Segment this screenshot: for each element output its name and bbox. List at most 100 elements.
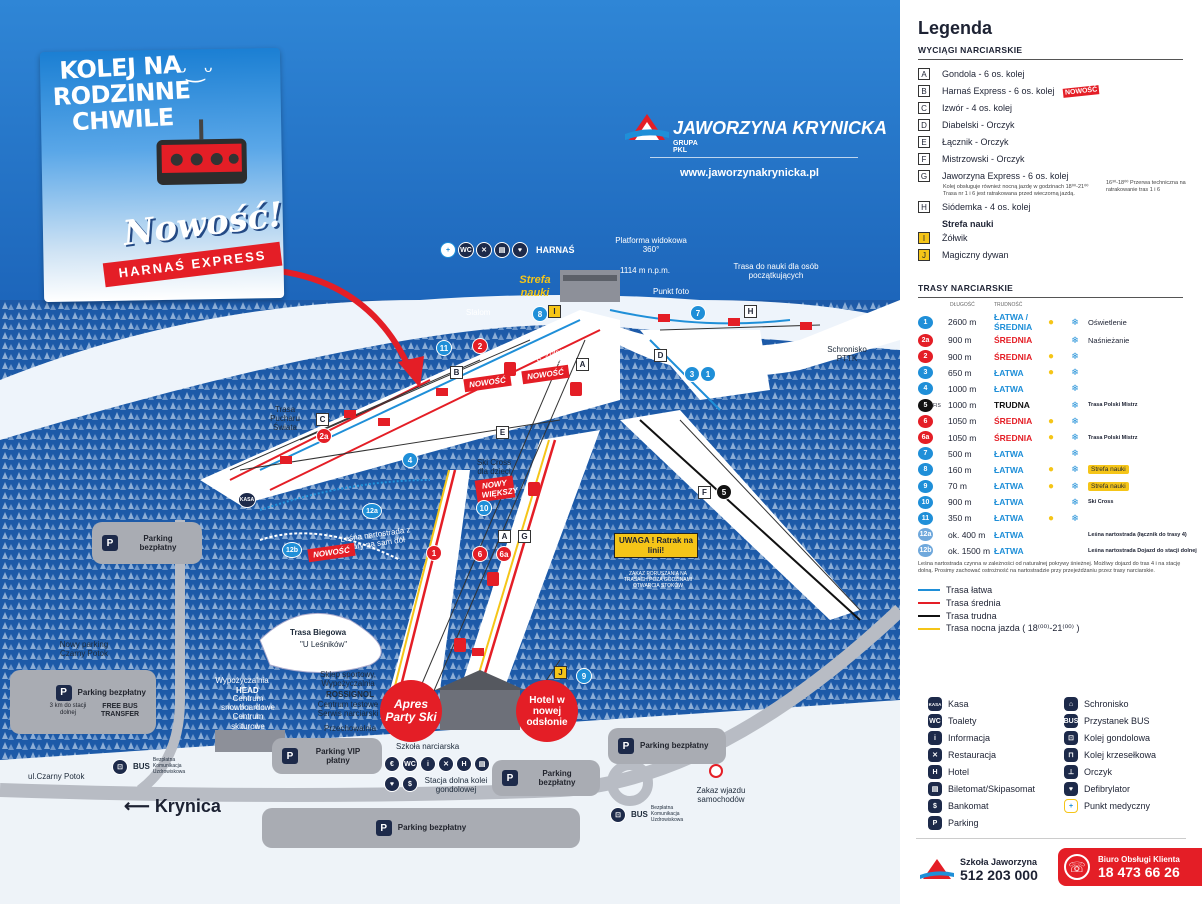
lift-j-marker[interactable]: J: [554, 666, 567, 679]
trail-12a-marker[interactable]: 12a: [362, 503, 382, 519]
bok-name: Biuro Obsługi Klienta: [1098, 854, 1180, 864]
trail-difficulty: ŁATWA: [994, 481, 1024, 492]
trail-6a-marker[interactable]: 6a: [496, 546, 512, 562]
apres-ski-badge: Apres Party Ski: [380, 680, 442, 742]
trail-1-marker[interactable]: 1: [426, 545, 442, 561]
restaurant-icon: ✕: [476, 242, 492, 258]
legend-symbol-icon: KASA: [928, 697, 942, 711]
light-icon: ●: [1047, 512, 1055, 524]
lift-e-marker[interactable]: E: [496, 426, 509, 439]
legend-symbol-icon: i: [928, 731, 942, 745]
legend-symbol-icon: ⌂: [1064, 697, 1078, 711]
strefa-key: J: [918, 249, 930, 262]
lift-h-marker[interactable]: H: [744, 305, 757, 318]
u-lesnikow-label: "U Leśników": [300, 640, 348, 649]
lift-h-row: H Siódemka - 4 os. kolej: [918, 199, 1202, 215]
trail-3-marker[interactable]: 3: [684, 366, 700, 382]
chairlift-photo-icon: [156, 119, 248, 185]
icon-legend-label: Schronisko: [1084, 699, 1129, 709]
school-phone[interactable]: 512 203 000: [960, 867, 1038, 883]
base-icons-2: ♥ $: [384, 776, 420, 792]
bus-desc: Bezpłatna Komunikacja Uzdrowiskowa: [650, 805, 684, 823]
bus-desc: Bezpłatna Komunikacja Uzdrowiskowa: [152, 757, 186, 775]
trail-number-cell: 6: [918, 413, 948, 429]
lift-d-marker[interactable]: D: [654, 349, 667, 362]
trail-length: 70 m: [948, 481, 967, 492]
trail-12b-marker[interactable]: 12b: [282, 542, 302, 558]
trail-6-marker[interactable]: 6: [472, 546, 488, 562]
trail-1-top-marker[interactable]: 1: [700, 366, 716, 382]
lift-a-bottom-marker[interactable]: A: [498, 530, 511, 543]
icon-legend-row: ⊓Kolej krzesełkowa: [1064, 748, 1194, 762]
trail-11-marker[interactable]: 11: [436, 340, 452, 356]
icon-legend-label: Hotel: [948, 767, 970, 777]
icon-legend-row: $Bankomat: [928, 799, 1064, 813]
trail-extra-label: Oświetlenie: [1088, 317, 1127, 327]
trail-difficulty: ŚREDNIA: [994, 335, 1033, 346]
trail-difficulty: ŁATWA / ŚREDNIA: [994, 312, 1033, 333]
lift-a-marker[interactable]: A: [576, 358, 589, 371]
line-legend-row: Trasa nocna jazda ( 18⁽⁰⁰⁾-21⁽⁰⁰⁾ ): [918, 622, 1202, 635]
ski-cross-label: Ski Cross dla dzieci: [476, 458, 512, 477]
bus-icon: ⊡: [112, 758, 128, 775]
customer-service-contact[interactable]: ☏ Biuro Obsługi Klienta 18 473 66 26: [1058, 848, 1202, 886]
line-label: Trasa średnia: [946, 597, 1001, 608]
trail-2-marker[interactable]: 2: [472, 338, 488, 354]
logo-name: JAWORZYNA KRYNICKA: [673, 118, 888, 138]
lift-b-marker[interactable]: B: [450, 366, 463, 379]
trail-length: 2600 m: [948, 317, 977, 328]
trail-8-marker[interactable]: 8: [532, 306, 548, 322]
trail-9-marker[interactable]: 9: [576, 668, 592, 684]
icon-legend-label: Orczyk: [1084, 767, 1112, 777]
snowmaking-icon: ❄: [1071, 464, 1079, 475]
trail-snow: ❄: [1062, 413, 1088, 429]
trail-length: ok. 1500 m: [948, 545, 991, 556]
trasa-pucharu-label: Trasa Pucharu Świata: [270, 405, 300, 433]
lift-c-marker[interactable]: C: [316, 413, 329, 426]
defibrillator-icon: ♥: [512, 242, 528, 258]
hotel-badge: Hotel w nowej odsłonie: [516, 680, 578, 742]
bok-phone[interactable]: 18 473 66 26: [1098, 863, 1180, 880]
website-link[interactable]: www.jaworzynakrynicka.pl: [680, 167, 819, 179]
lift-f-marker[interactable]: F: [698, 486, 711, 499]
snowpark-label: Krynistler Snowpark: [536, 348, 572, 367]
trail-10-marker[interactable]: 10: [476, 500, 492, 516]
parking-icon: P: [502, 770, 518, 786]
trail-number: 10: [918, 495, 933, 509]
lift-i-marker[interactable]: I: [548, 305, 561, 318]
trail-7-marker[interactable]: 7: [690, 305, 706, 321]
trail-4-marker[interactable]: 4: [402, 452, 418, 468]
logo-group: GRUPA PKL: [673, 140, 698, 154]
ski-school-contact[interactable]: Szkoła Jaworzyna 512 203 000: [920, 855, 1038, 885]
trail-extra: Strefa nauki: [1088, 462, 1197, 478]
trail-tag: Trasa Polski Mistrz: [1088, 402, 1138, 409]
zakaz-wjazdu-label: Zakaz wjazdu samochodów: [696, 786, 746, 805]
trail-extra: Leśna nartostrada (łącznik do trasy 4): [1088, 527, 1197, 543]
trail-length: 650 m: [948, 367, 972, 378]
trail-difficulty: ŁATWA: [994, 448, 1024, 459]
trail-2a-marker[interactable]: 2a: [316, 428, 332, 444]
lift-name: Gondola - 6 os. kolej: [942, 69, 1025, 79]
icon-legend-label: Toalety: [948, 716, 977, 726]
trail-snow: ❄: [1062, 332, 1088, 348]
trail-length: 1000 m: [948, 400, 977, 411]
icon-legend-row: ⊡Kolej gondolowa: [1064, 731, 1194, 745]
trail-5-marker[interactable]: 5: [716, 484, 732, 500]
ski-map[interactable]: KOLEJ NA RODZINNE CHWILE ᵕ‿ᵕ Nowość! HAR…: [0, 0, 900, 904]
trail-extra: [1088, 381, 1197, 397]
lift-g-marker[interactable]: G: [518, 530, 531, 543]
